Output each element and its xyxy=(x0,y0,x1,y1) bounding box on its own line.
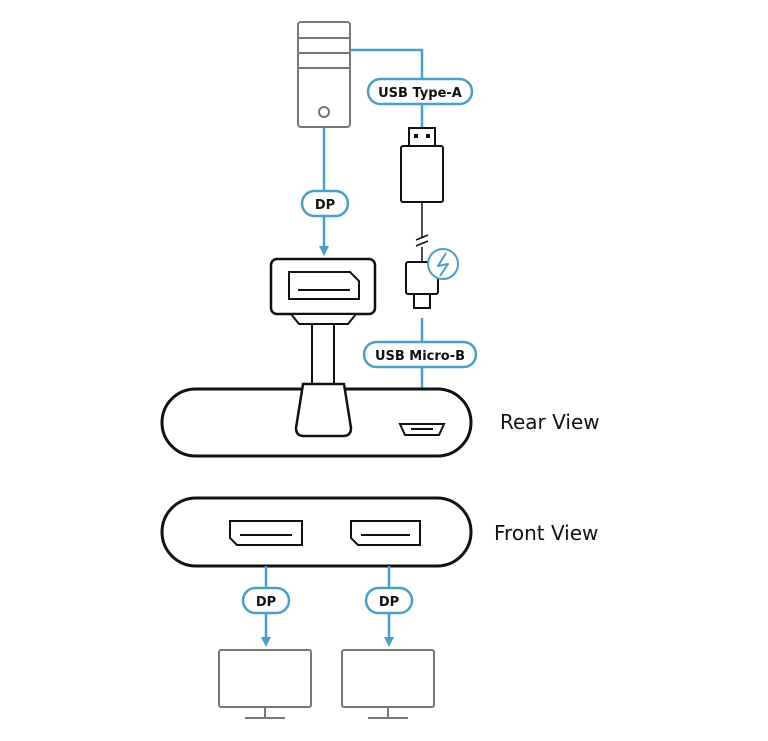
usb-micro-b-label: USB Micro-B xyxy=(375,349,465,364)
dp-output-right-tag: DP xyxy=(364,586,414,615)
rear-view-device xyxy=(160,382,473,458)
displayport-port-icon xyxy=(350,520,421,546)
front-view-label: Front View xyxy=(494,521,598,545)
usb-type-a-tag: USB Type-A xyxy=(366,77,474,106)
power-bolt-icon xyxy=(427,248,459,280)
rear-view-label: Rear View xyxy=(500,410,600,434)
dp-source-label: DP xyxy=(315,198,335,213)
monitor-icon xyxy=(341,649,435,719)
usb-micro-b-port-icon xyxy=(398,423,446,436)
usb-micro-b-tag: USB Micro-B xyxy=(362,340,478,369)
displayport-plug-icon xyxy=(269,257,377,385)
front-view-device xyxy=(160,496,473,568)
dp-source-tag: DP xyxy=(300,189,350,218)
dp-output-left-label: DP xyxy=(256,595,276,610)
dp-output-right-label: DP xyxy=(379,595,399,610)
dp-output-left-tag: DP xyxy=(241,586,291,615)
displayport-port-icon xyxy=(229,520,303,546)
monitor-icon xyxy=(218,649,312,719)
computer-tower-icon xyxy=(297,21,351,128)
usb-type-a-plug-icon xyxy=(400,127,444,203)
usb-type-a-label: USB Type-A xyxy=(378,86,462,101)
usb-cable-break xyxy=(415,202,429,262)
